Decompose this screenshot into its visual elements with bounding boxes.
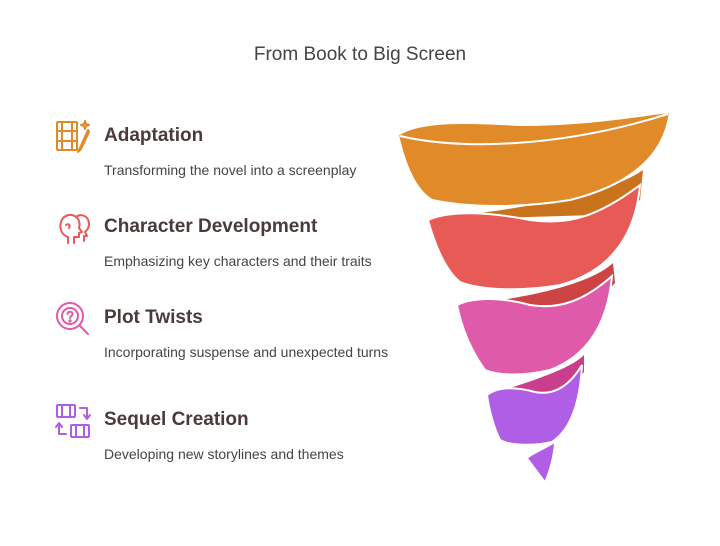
step-title: Adaptation — [104, 125, 204, 146]
spiral-funnel — [396, 110, 672, 484]
funnel-inner-band-2 — [428, 170, 643, 220]
step-description: Emphasizing key characters and their tra… — [104, 253, 372, 269]
funnel-inner-band-3 — [457, 263, 615, 305]
step-title: Character Development — [104, 216, 318, 237]
diagram-title: From Book to Big Screen — [253, 44, 467, 65]
funnel-band-sequel-creation — [485, 364, 583, 446]
film-cycle-icon — [55, 404, 91, 438]
step-title: Sequel Creation — [104, 409, 249, 430]
funnel-band-character-development — [426, 182, 642, 291]
film-pencil-icon — [56, 120, 90, 153]
funnel-inner-band-4 — [487, 355, 584, 395]
funnel-tip — [525, 440, 556, 484]
step-title: Plot Twists — [104, 307, 203, 328]
magnifier-question-icon — [56, 302, 89, 335]
step-description: Incorporating suspense and unexpected tu… — [104, 344, 389, 360]
funnel-band-plot-twists — [455, 273, 614, 376]
step-description: Transforming the novel into a screenplay — [104, 162, 357, 178]
funnel-band-adaptation-rim — [399, 113, 669, 146]
heads-profile-icon — [59, 213, 90, 244]
funnel-band-adaptation — [396, 110, 672, 207]
step-description: Developing new storylines and themes — [104, 446, 344, 462]
